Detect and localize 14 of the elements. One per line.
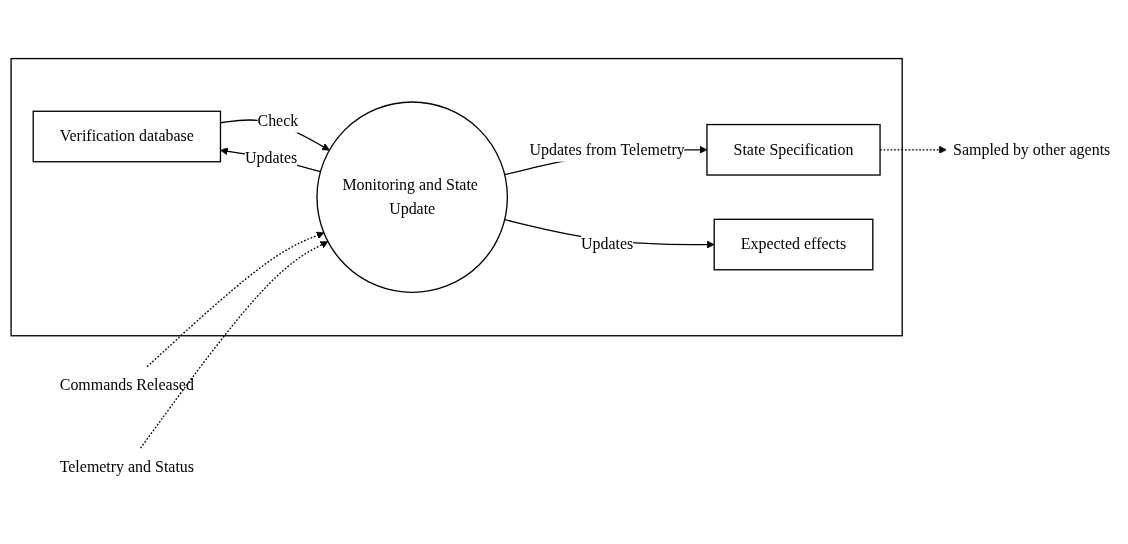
arrow (139, 241, 329, 449)
arrow (146, 231, 325, 368)
node-box: State Specification (706, 123, 881, 176)
cluster (10, 57, 903, 337)
edge-label: Updates from Telemetry (529, 140, 685, 159)
edge-label: Check (257, 111, 299, 130)
node-circle: Monitoring and State Update (316, 101, 509, 294)
node-text: Commands Released (59, 376, 194, 394)
edge-label: Updates (244, 148, 298, 167)
node-box: Verification database (32, 110, 222, 163)
node-box: Expected effects (713, 218, 874, 271)
node-text: Telemetry and Status (59, 457, 195, 476)
edge-label: Updates (581, 235, 634, 253)
node-text: Sampled by other agents (953, 140, 1111, 159)
